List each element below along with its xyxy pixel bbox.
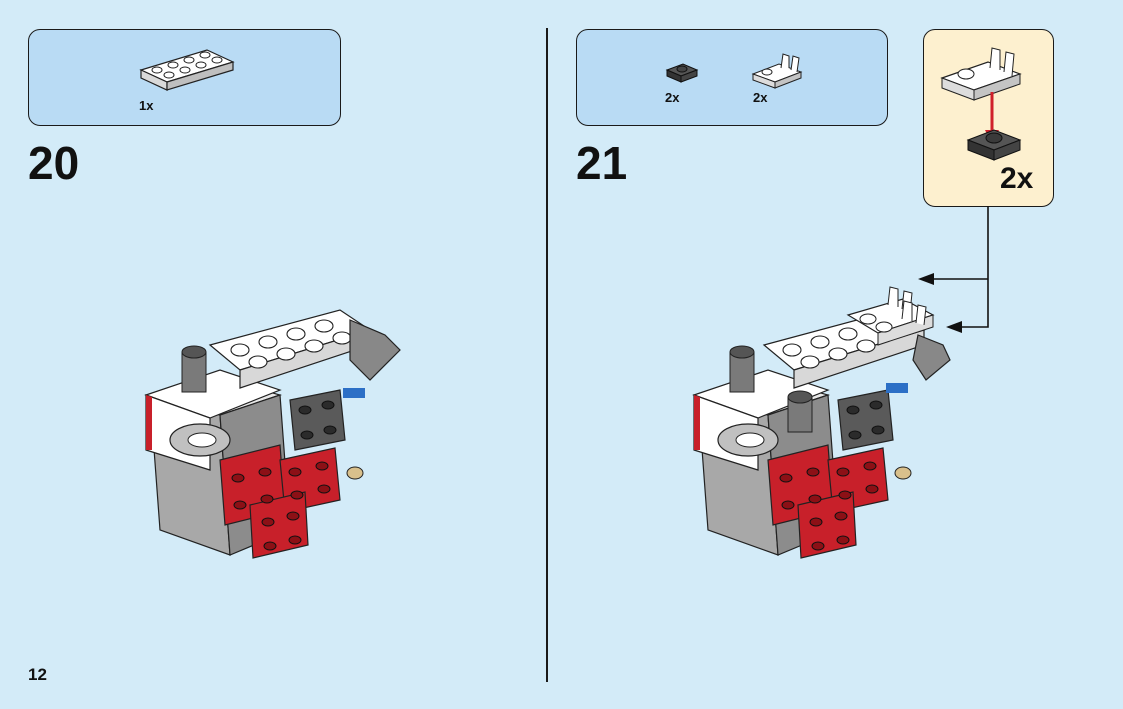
page-number: 12 — [28, 665, 47, 684]
dark-gray-round-plate-icon — [665, 63, 699, 83]
step21-number: 21 — [576, 137, 628, 189]
white-clip-plate-icon — [751, 53, 803, 89]
step21-part1-qty: 2x — [665, 90, 680, 105]
white-plate-2x4-icon — [139, 49, 235, 91]
step20-part-qty: 1x — [139, 98, 154, 113]
dark-gray-round-plate-sub-icon — [966, 129, 1022, 161]
step20-number: 20 — [28, 137, 80, 189]
step21-parts-callout: 2x 2x — [576, 29, 888, 126]
step-divider — [546, 28, 548, 682]
step20-model-illustration — [144, 309, 401, 559]
step21-model-illustration — [692, 286, 951, 559]
clip-plate-subassembly-icon — [940, 47, 1022, 101]
subassembly-qty: 2x — [1000, 162, 1034, 195]
step21-part2-qty: 2x — [753, 90, 768, 105]
step21-subassembly-callout: 2x — [923, 29, 1054, 207]
step20-parts-callout: 1x — [28, 29, 341, 126]
